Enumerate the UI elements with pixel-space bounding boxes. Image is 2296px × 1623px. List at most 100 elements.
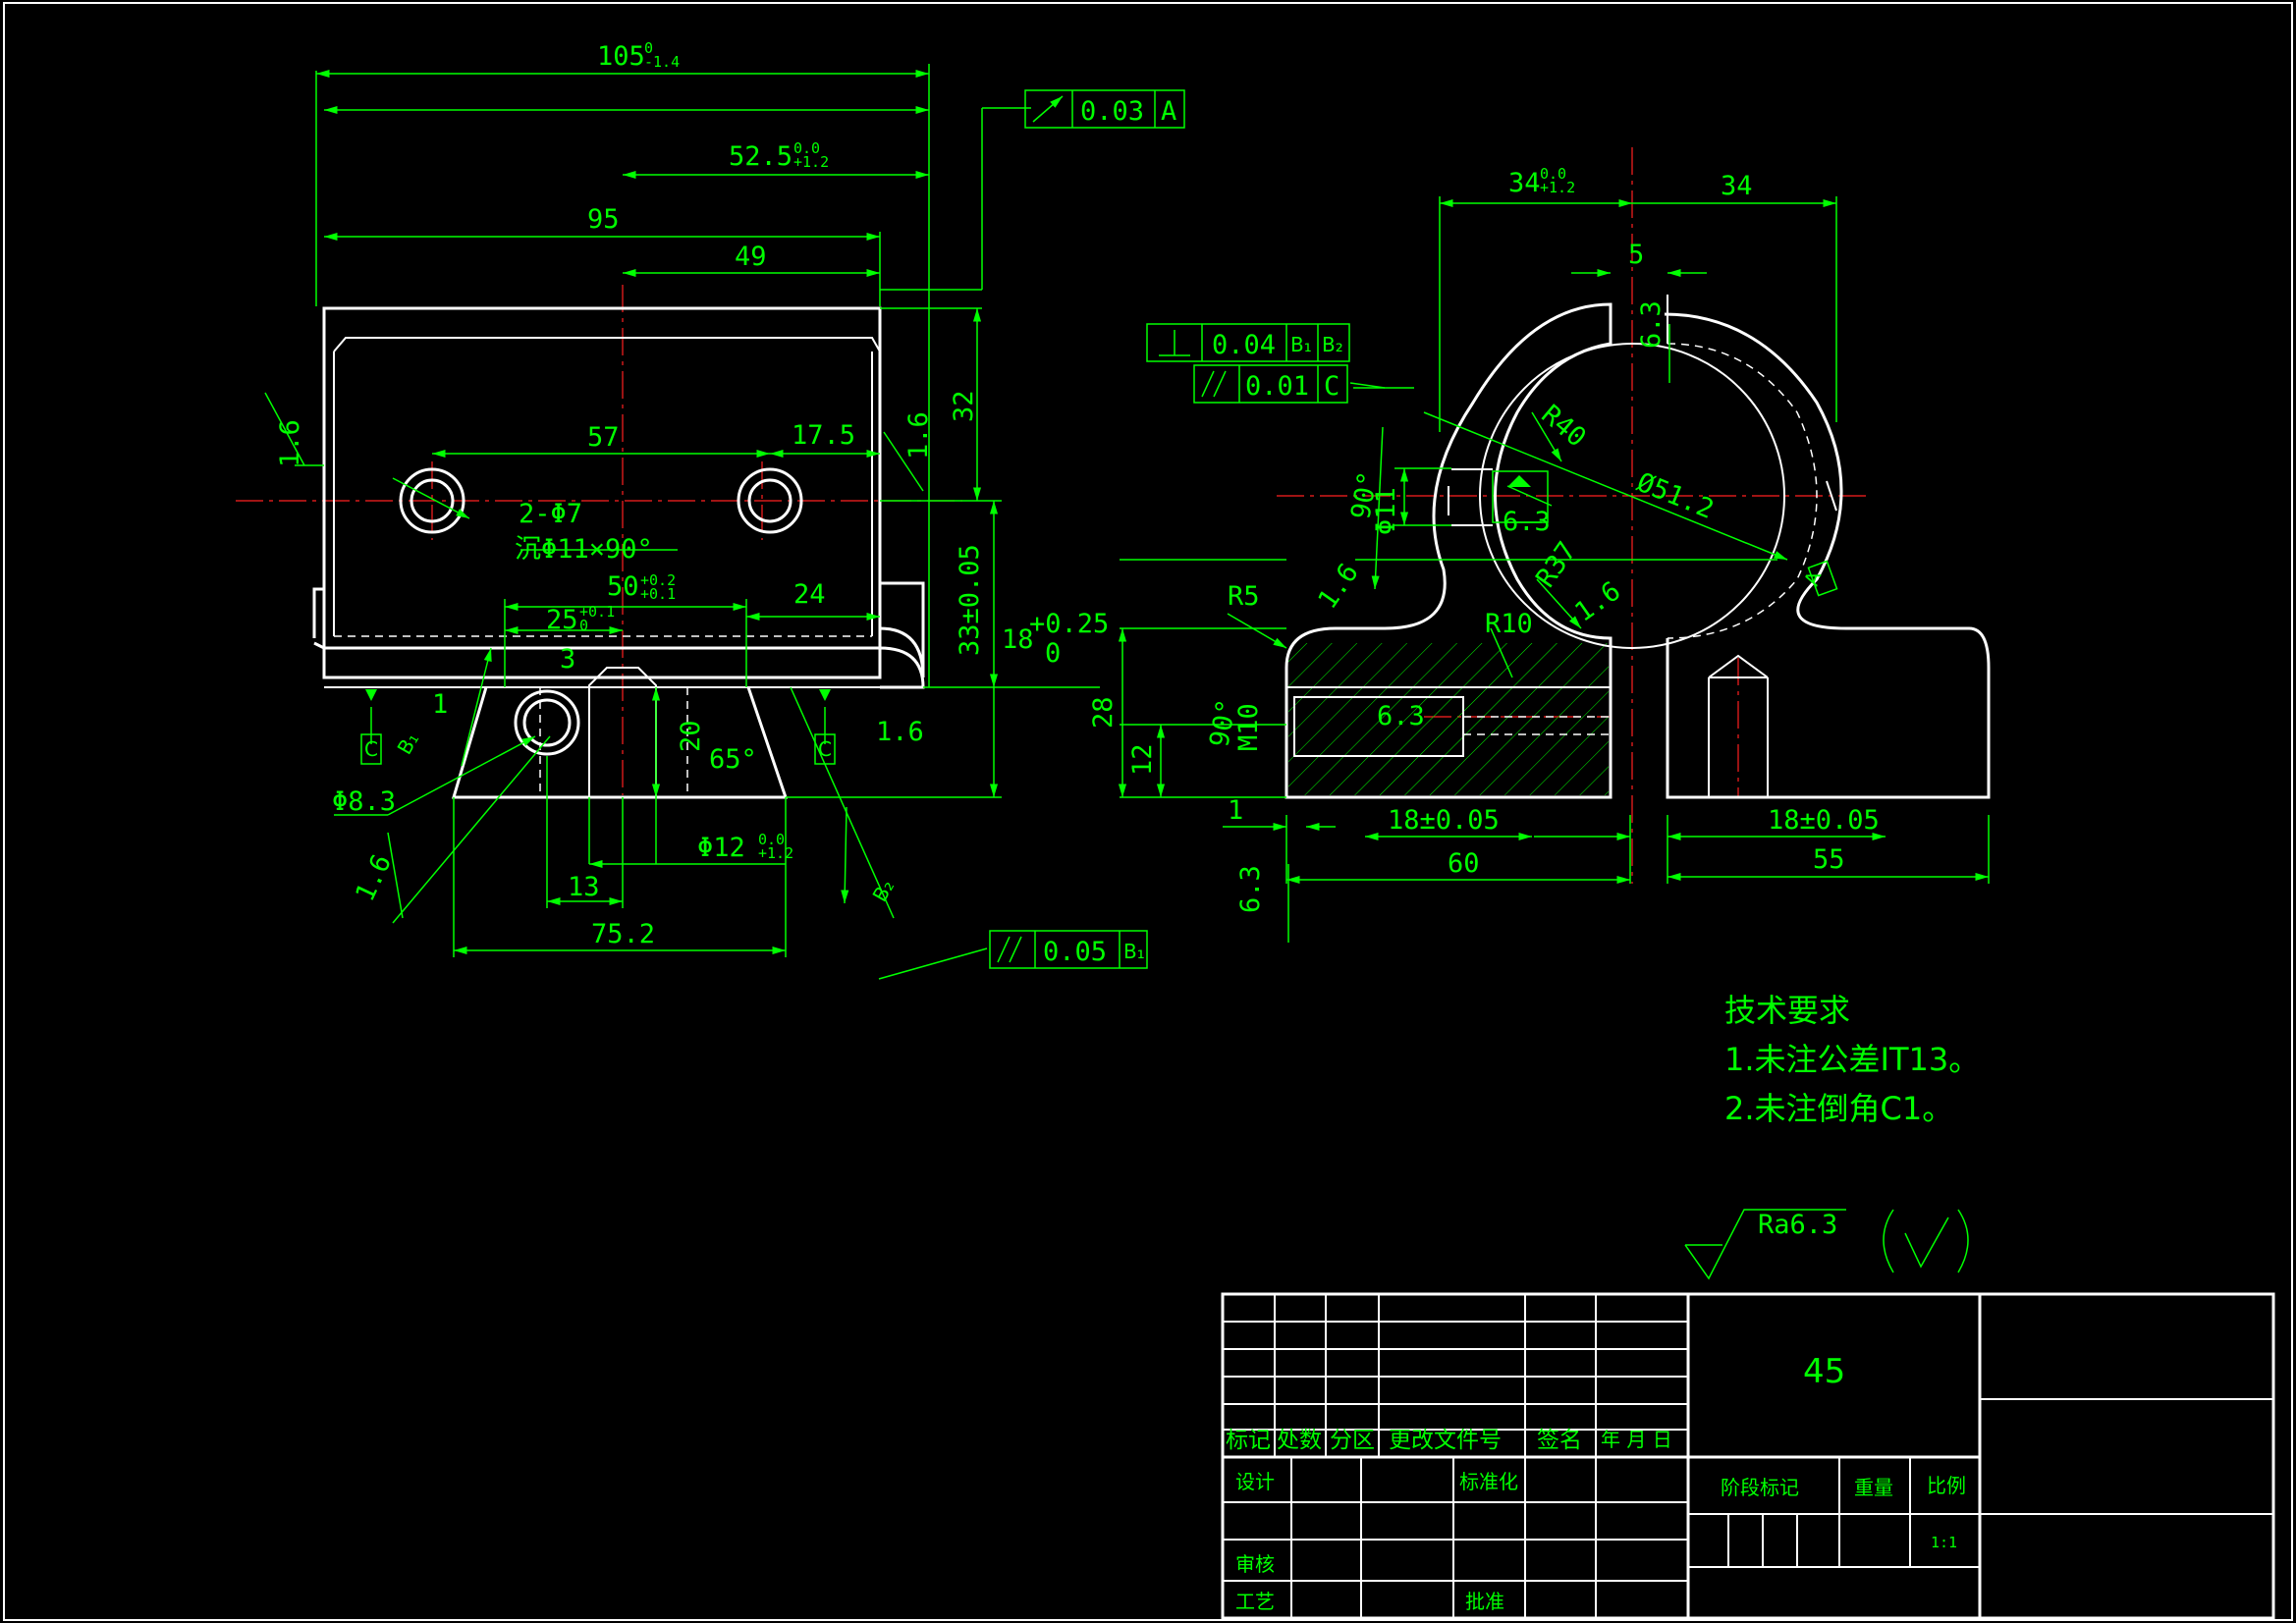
- hole-right-inner: [747, 478, 793, 523]
- dim-12: 12: [1127, 743, 1158, 776]
- block-body: [322, 306, 882, 679]
- dim-18-005-left: 18±0.05: [1388, 805, 1500, 836]
- dim-phi12: Φ12: [697, 833, 745, 863]
- dim-18-005-right: 18±0.05: [1768, 805, 1880, 836]
- dim-5: 5: [1628, 240, 1644, 270]
- roughness-bottom: 1.6: [876, 717, 924, 747]
- front-view: 105 0 -1.4 52.5 0.0 +1.2 95 49 32 33±0.0…: [236, 39, 1185, 980]
- notes-line2: 2.未注倒角C1。: [1724, 1090, 1953, 1127]
- roughness-right: 1.6: [903, 411, 934, 460]
- datum-c-left: C: [364, 737, 378, 761]
- dim-57: 57: [587, 422, 620, 453]
- roughness-symbol: [1684, 1209, 1969, 1280]
- hole-note-1: 2-Φ7: [519, 499, 582, 529]
- dim-phi11: Φ11: [1371, 487, 1401, 535]
- dim-6-3-top: 6.3: [1636, 300, 1667, 349]
- dim-1: 1: [432, 689, 448, 720]
- dim-32: 32: [949, 390, 979, 422]
- dim-25-tol-lower: 0: [579, 617, 588, 634]
- dovetail: [451, 686, 789, 799]
- dim-phi8-3: Φ8.3: [332, 786, 396, 817]
- tb-date: 年 月 日: [1601, 1428, 1672, 1451]
- dim-34a-tol-upper: 0.0: [1540, 165, 1566, 183]
- dim-105-tol-upper: 0: [644, 39, 653, 57]
- dim-13: 13: [568, 872, 600, 902]
- dim-18-tol-upper: +0.25: [1029, 609, 1109, 639]
- tb-standard: 标准化: [1459, 1470, 1518, 1493]
- tb-process: 工艺: [1235, 1590, 1275, 1613]
- dim-m10: M10: [1233, 703, 1264, 751]
- dim-r40: R40: [1536, 400, 1592, 454]
- fcf-perp-value: 0.04: [1212, 330, 1276, 360]
- dim-phi12-tol-lower: +1.2: [758, 844, 793, 862]
- tb-approve: 批准: [1465, 1590, 1504, 1613]
- dim-20: 20: [676, 720, 706, 752]
- dim-6-3-mid: 6.3: [1503, 507, 1551, 537]
- dim-52-5: 52.5: [729, 141, 793, 172]
- datum-c-right: C: [818, 737, 832, 761]
- tb-scale-label: 比例: [1927, 1474, 1966, 1497]
- dim-34a: 34: [1508, 168, 1541, 198]
- dim-phi12-tol-upper: 0.0: [758, 831, 785, 848]
- side-view: 34 0.0 +1.2 34 5 6.3 R40 Ø51.2 90° Φ11 6…: [1088, 147, 1991, 943]
- fcf-parallel-b: 0.05 B₁: [989, 930, 1148, 969]
- dim-49: 49: [735, 242, 767, 272]
- dim-105-tol-lower: -1.4: [644, 53, 680, 71]
- dim-52-5-tol-lower: +1.2: [793, 153, 829, 171]
- hole-note-2: 沉Φ11×90°: [515, 534, 653, 565]
- fcf-runout-datum: A: [1161, 96, 1176, 127]
- dim-33: 33±0.05: [955, 544, 985, 656]
- datum-b1: B₁: [393, 729, 424, 759]
- section-body: [1285, 302, 1613, 799]
- fcf-perp-datum1: B₁: [1290, 333, 1312, 356]
- roughness-side-1: 1.6: [1312, 558, 1364, 615]
- tb-zone: 分区: [1330, 1428, 1375, 1453]
- dim-25: 25: [546, 605, 578, 635]
- dim-75-2: 75.2: [591, 919, 655, 949]
- fcf-runout: 0.03 A: [1024, 89, 1185, 129]
- dim-60: 60: [1448, 848, 1480, 879]
- material: 45: [1803, 1352, 1845, 1391]
- dim-1-side: 1: [1228, 795, 1243, 826]
- tb-sign: 签名: [1537, 1428, 1582, 1453]
- roughness-dovetail: 1.6: [350, 850, 398, 906]
- hole-right-outer: [737, 467, 803, 534]
- tb-scale: 1:1: [1931, 1534, 1957, 1551]
- fcf-parallel-c: 0.01 C: [1193, 364, 1348, 404]
- hole-left-inner: [410, 478, 455, 523]
- dim-6-3-thread: 6.3: [1377, 701, 1425, 731]
- dim-34a-tol-lower: +1.2: [1540, 179, 1575, 196]
- dim-25-tol-upper: +0.1: [579, 603, 615, 621]
- hole-left-outer: [399, 467, 465, 534]
- dim-r10: R10: [1485, 609, 1533, 639]
- dim-24: 24: [793, 579, 826, 610]
- title-block: 45 标记 处数 分区 更改文件号 签名 年 月 日 设计 标准化 阶段标记 重…: [1221, 1292, 2275, 1620]
- dim-65deg: 65°: [709, 744, 757, 775]
- dim-r5: R5: [1228, 581, 1260, 612]
- notes-line1: 1.未注公差IT13。: [1724, 1041, 1980, 1078]
- dim-34b: 34: [1721, 171, 1753, 201]
- outside-body: [1664, 312, 1991, 799]
- tb-stage: 阶段标记: [1721, 1476, 1799, 1499]
- dim-18: 18: [1002, 624, 1034, 655]
- fcf-perpendicular: 0.04 B₁ B₂: [1146, 323, 1350, 362]
- tb-review: 审核: [1235, 1552, 1275, 1576]
- tb-design: 设计: [1235, 1470, 1275, 1493]
- fcf-parallel-c-datum: C: [1324, 371, 1339, 402]
- dim-phi51-2: Ø51.2: [1632, 467, 1718, 525]
- tb-weight: 重量: [1854, 1476, 1893, 1499]
- fcf-perp-datum2: B₂: [1322, 333, 1343, 356]
- hole-bottom-inner: [522, 698, 572, 747]
- tb-doc: 更改文件号: [1389, 1428, 1502, 1453]
- dim-6-3-bottom: 6.3: [1235, 865, 1266, 913]
- dim-28: 28: [1088, 696, 1119, 729]
- tb-count: 处数: [1277, 1428, 1322, 1453]
- roughness-side-2: 1.6: [1569, 575, 1626, 627]
- tb-mark: 标记: [1226, 1428, 1271, 1453]
- roughness-left: 1.6: [275, 419, 305, 467]
- fcf-parallel-b-datum: B₁: [1123, 940, 1145, 963]
- roughness-ra: Ra6.3: [1758, 1210, 1837, 1240]
- technical-notes: 技术要求 1.未注公差IT13。 2.未注倒角C1。 Ra6.3: [1684, 992, 1980, 1280]
- dim-18-tol-lower: 0: [1045, 638, 1061, 669]
